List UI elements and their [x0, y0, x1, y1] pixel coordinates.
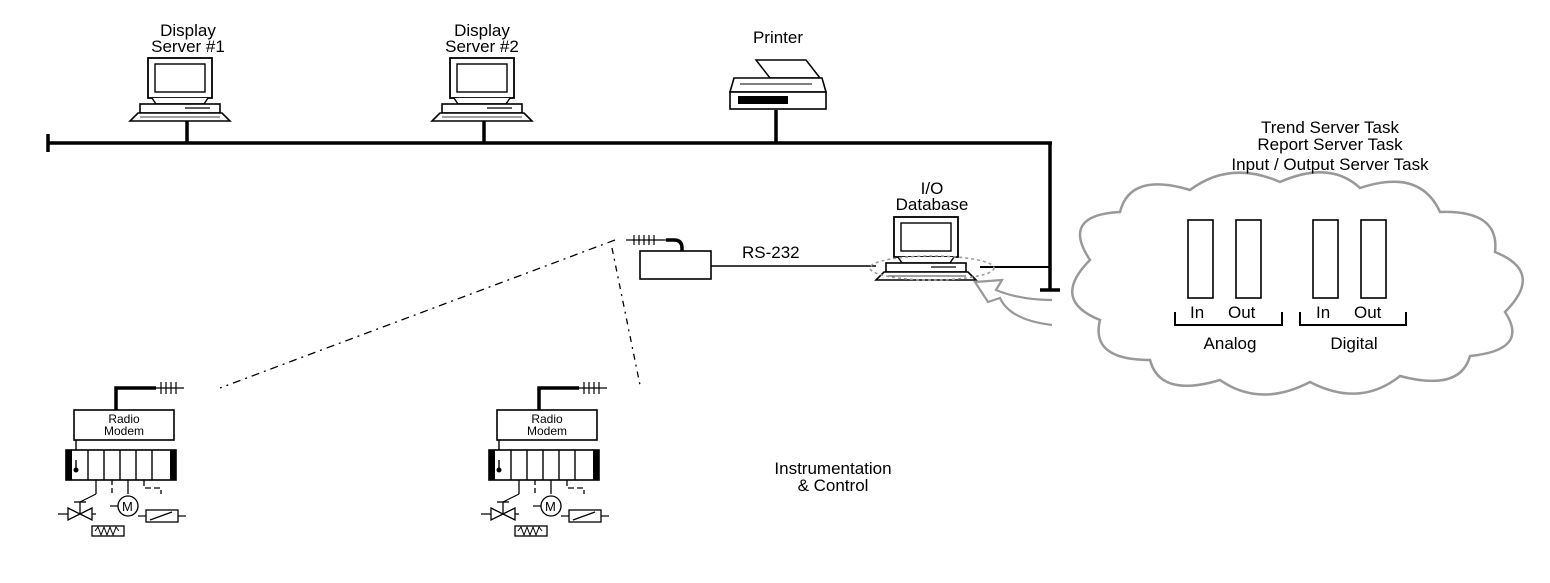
- computer-icon: [129, 57, 231, 122]
- rs232-link: RS-232: [626, 235, 876, 280]
- io-database-label-line1: I/O: [921, 179, 944, 198]
- digital-in-slot: [1312, 219, 1339, 299]
- digital-out-slot: [1360, 219, 1387, 299]
- base-antenna-icon: [626, 235, 668, 245]
- display-server-1: Display Server #1: [129, 21, 231, 122]
- display-server-1-label-line1: Display: [160, 21, 216, 40]
- radio-modem-2-label-line1: Radio: [531, 412, 563, 426]
- printer: Printer: [728, 28, 828, 110]
- printer-label: Printer: [753, 28, 803, 47]
- remote-station-2: Radio Modem: [479, 380, 611, 538]
- display-server-2-label-line2: Server #2: [445, 37, 519, 56]
- analog-label: Analog: [1204, 334, 1257, 353]
- cloud-outline: [1071, 171, 1524, 396]
- radio-modem-2-label-line2: Modem: [527, 424, 567, 438]
- analog-in-label: In: [1190, 303, 1204, 322]
- base-radio-box: [639, 250, 712, 280]
- display-server-2: Display Server #2: [431, 21, 533, 122]
- network-bus: [46, 110, 1060, 292]
- analog-out-label: Out: [1228, 303, 1256, 322]
- instrumentation-label-line1: Instrumentation: [774, 459, 891, 478]
- rtu-icon: [479, 380, 611, 538]
- radio-modem-1-label-line2: Modem: [104, 424, 144, 438]
- digital-in-label: In: [1316, 303, 1330, 322]
- computer-icon: [431, 57, 533, 122]
- rs232-label: RS-232: [742, 243, 800, 262]
- task-io-server: Input / Output Server Task: [1231, 155, 1429, 174]
- display-server-2-label-line1: Display: [454, 21, 510, 40]
- instrumentation-label-line2: & Control: [798, 476, 869, 495]
- remote-station-1: Radio Modem: [56, 380, 188, 538]
- rtu-icon: [56, 380, 188, 538]
- printer-icon: [728, 59, 828, 110]
- digital-label: Digital: [1330, 334, 1377, 353]
- task-report-server: Report Server Task: [1257, 135, 1403, 154]
- task-trend-server: Trend Server Task: [1261, 118, 1399, 137]
- cloud-to-database-arrow-icon: [869, 255, 1053, 327]
- analog-out-slot: [1235, 219, 1262, 299]
- io-database: I/O Database: [875, 179, 1050, 281]
- server-task-cloud: Trend Server Task Report Server Task Inp…: [1071, 118, 1524, 396]
- io-database-label-line2: Database: [896, 195, 969, 214]
- display-server-1-label-line2: Server #1: [151, 37, 225, 56]
- analog-in-slot: [1187, 219, 1214, 299]
- radio-modem-1-label-line1: Radio: [108, 412, 140, 426]
- digital-out-label: Out: [1354, 303, 1382, 322]
- computer-icon: [875, 216, 977, 281]
- radio-links: [219, 239, 641, 389]
